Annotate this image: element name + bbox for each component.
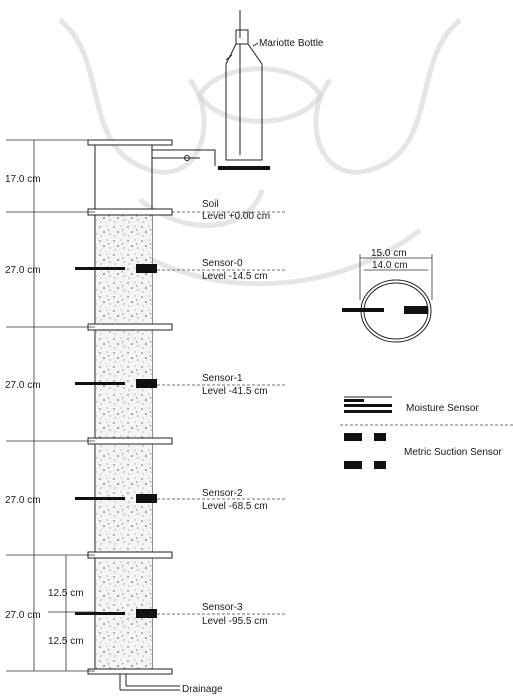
dim-section-2: 27.0 cm xyxy=(5,495,41,506)
outer-diameter-label: 15.0 cm xyxy=(371,248,407,259)
sensor-1-marks xyxy=(75,379,157,388)
sensor-3-marks xyxy=(75,609,157,618)
dim-top: 17.0 cm xyxy=(5,174,41,185)
sensor-1-level: Level -41.5 cm xyxy=(202,386,268,397)
sensor-3-level: Level -95.5 cm xyxy=(202,616,268,627)
legend-suction-sensor: Metric Suction Sensor xyxy=(404,447,502,458)
legend xyxy=(340,396,513,469)
inner-diameter-label: 14.0 cm xyxy=(372,260,408,271)
dim-section-1: 27.0 cm xyxy=(5,380,41,391)
cross-section xyxy=(342,254,433,343)
soil-level-label: Level +0.00 cm xyxy=(202,211,270,222)
drainage-label: Drainage xyxy=(182,684,223,695)
dimension-lines xyxy=(6,139,95,672)
dim-section-3: 27.0 cm xyxy=(5,610,41,621)
sensor-0-name: Sensor-0 xyxy=(202,258,243,269)
dim-upper-half: 12.5 cm xyxy=(48,588,84,599)
sensor-2-name: Sensor-2 xyxy=(202,488,243,499)
soil-label: Soil xyxy=(202,199,219,210)
mariotte-bottle-label: Mariotte Bottle xyxy=(259,38,324,49)
sensor-0-marks xyxy=(75,264,157,273)
sensor-1-name: Sensor-1 xyxy=(202,373,243,384)
soil-column xyxy=(87,139,180,691)
sensor-0-level: Level -14.5 cm xyxy=(202,271,268,282)
sensor-2-marks xyxy=(75,494,157,503)
dim-section-0: 27.0 cm xyxy=(5,265,41,276)
mariotte-bottle xyxy=(152,10,270,170)
dim-lower-half: 12.5 cm xyxy=(48,636,84,647)
sensor-3-name: Sensor-3 xyxy=(202,602,243,613)
sensor-2-level: Level -68.5 cm xyxy=(202,501,268,512)
legend-moisture-sensor: Moisture Sensor xyxy=(406,403,479,414)
